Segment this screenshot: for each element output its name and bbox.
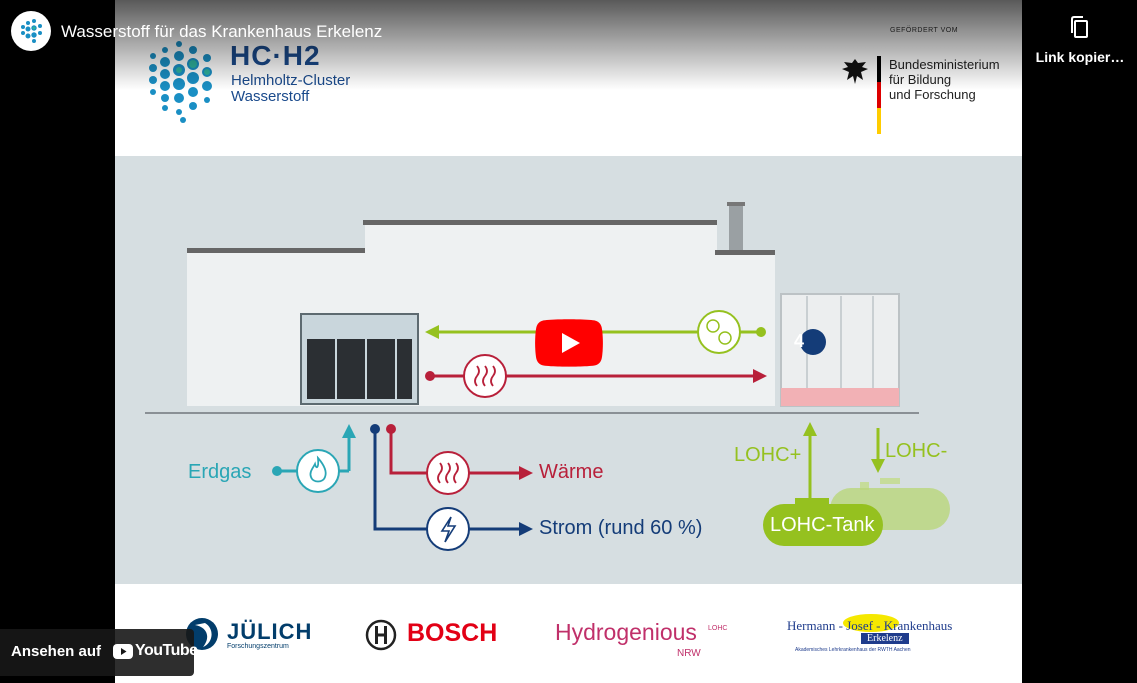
logo-line1: Helmholtz-Cluster <box>231 72 351 89</box>
lohc-plus-label: LOHC+ <box>734 444 802 466</box>
heat-output-line <box>386 424 533 495</box>
lohc-tank-label: LOHC-Tank <box>770 514 875 536</box>
hydrogenious-sub: NRW <box>677 648 701 659</box>
power-output-line <box>370 424 533 551</box>
hydrogen-container <box>780 293 900 407</box>
logo-title: HC·H2 <box>230 40 321 71</box>
hospital-line3: Akademisches Lehrkrankenhaus der RWTH Aa… <box>795 647 911 653</box>
copy-icon <box>1071 16 1088 38</box>
hydrogenious-sup: LOHC <box>708 625 728 632</box>
copy-link-button[interactable]: Link kopier… <box>1030 14 1130 66</box>
watch-on-label: Ansehen auf <box>11 643 102 660</box>
ground-line <box>145 412 919 414</box>
heat-flow-arrow <box>425 354 767 398</box>
natural-gas-line <box>272 424 356 493</box>
lohc-tanks <box>763 478 950 546</box>
erdgas-label: Erdgas <box>188 461 252 483</box>
youtube-wordmark: YouTube <box>135 642 198 659</box>
diagram-scene: 4 Erdgas Wärme Strom (rund 60 %) LOHC+ L… <box>115 156 1022 584</box>
juelich-name: JÜLICH <box>227 619 313 644</box>
hospital-line1: Hermann - Josef - Krankenhaus <box>787 618 953 633</box>
flag-red <box>877 82 881 108</box>
bosch-logo-icon <box>365 619 397 651</box>
video-title[interactable]: Wasserstoff für das Krankenhaus Erkelenz <box>61 22 383 41</box>
channel-logo-icon <box>21 19 42 43</box>
video-frame[interactable]: HC·H2 Helmholtz-Cluster Wasserstoff GEFÖ… <box>115 0 1022 683</box>
hc-h2-logo-icon <box>143 36 223 124</box>
funding-ministry: Bundesministerium für Bildung und Forsch… <box>889 57 1000 102</box>
channel-avatar[interactable] <box>11 11 51 51</box>
juelich-sub: Forschungszentrum <box>227 643 289 650</box>
fuel-cell-unit <box>300 313 419 405</box>
watch-on-youtube-button[interactable]: Ansehen auf YouTube <box>0 629 198 676</box>
play-button[interactable] <box>535 319 603 367</box>
juelich-logo-icon <box>185 617 219 651</box>
logo-line2: Wasserstoff <box>231 88 310 105</box>
hospital-logo-swoosh <box>843 614 899 632</box>
funding-label: GEFÖRDERT VOM <box>890 27 959 34</box>
copy-link-label: Link kopier… <box>1035 49 1125 65</box>
funding-line2: für Bildung <box>889 72 952 87</box>
funding-line3: und Forschung <box>889 87 976 102</box>
hospital-line2: Erkelenz <box>861 633 909 644</box>
bosch-name: BOSCH <box>407 619 498 647</box>
federal-eagle-icon <box>840 56 870 88</box>
lohc-minus-label: LOHC- <box>885 440 948 462</box>
funding-line1: Bundesministerium <box>889 57 1000 72</box>
lohc-arrows <box>803 422 885 501</box>
step-badge: 4 <box>793 331 804 351</box>
hydrogenious-name: Hydrogenious <box>555 619 697 645</box>
logo-subtitle: Helmholtz-Cluster Wasserstoff <box>231 73 350 105</box>
waerme-label: Wärme <box>539 461 604 483</box>
flag-black <box>877 56 881 82</box>
strom-label: Strom (rund 60 %) <box>539 517 703 539</box>
youtube-logo-icon <box>113 644 133 659</box>
flag-gold <box>877 108 881 134</box>
